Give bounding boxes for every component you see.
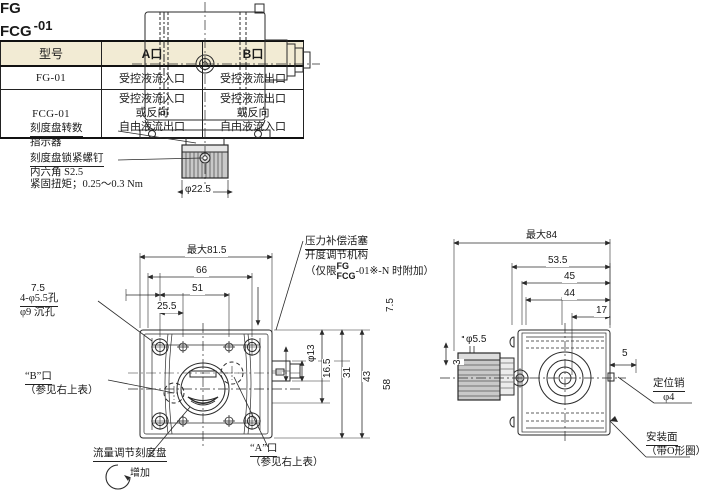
dim-dia-5-5: φ5.5 (464, 334, 489, 346)
callout-pressure-comp-line2: 开度调节机构 (305, 250, 368, 262)
callout-mounting-holes: 4-φ5.5孔 φ9 沉孔 (20, 293, 59, 319)
callout-a-port-line1: “A”口 (250, 443, 278, 458)
callout-lock-screw-line1: 刻度盘锁紧螺钉 (30, 153, 104, 168)
dim-7-5-top: 7.5 (385, 298, 396, 312)
callout-pressure-comp-m2: FCG (336, 270, 356, 281)
callout-locating-pin-line1: 定位销 (653, 378, 685, 393)
callout-mounting-holes-line2: φ9 沉孔 (20, 307, 55, 319)
callout-a-port-line2: （参见右上表） (250, 457, 324, 469)
callout-locating-pin: 定位销 φ4 (653, 378, 685, 404)
callout-b-port: “B”口 （参见右上表） (25, 371, 99, 397)
dim-5: 5 (620, 348, 630, 360)
callout-flow-dial-line1: 流量调节刻度盘 (93, 448, 167, 463)
callout-mounting-surface-line1: 安装面 (646, 432, 678, 447)
top-view-drawing (0, 0, 460, 215)
dim-45: 45 (562, 271, 578, 283)
callout-dial-lock-screw: 刻度盘锁紧螺钉 内六角 S2.5 紧固扭矩；0.25～0.3 Nm (30, 153, 143, 191)
callout-pressure-comp-m1: FG (336, 261, 350, 272)
callout-dial-turns: 刻度盘转数 指示器 (30, 123, 83, 149)
model-label-suffix: -01 (33, 18, 53, 33)
dim-16-5: 16.5 (322, 358, 334, 378)
dim-31: 31 (342, 366, 354, 378)
dim-43: 43 (362, 370, 374, 382)
model-label-line1: FG (0, 0, 21, 17)
callout-pressure-comp-post: -01※-N 时附加） (355, 265, 435, 277)
callout-a-port: “A”口 （参见右上表） (250, 443, 324, 469)
callout-b-port-line1: “B”口 (25, 371, 52, 386)
dim-66: 66 (194, 265, 210, 277)
callout-pressure-comp: 压力补偿活塞 开度调节机构 （仅限 FG FCG -01※-N 时附加） (305, 236, 434, 281)
callout-b-port-line2: （参见右上表） (25, 385, 99, 397)
model-label: FG FCG-01 (0, 0, 728, 40)
callout-locating-pin-line2: φ4 (663, 392, 675, 404)
dim-25-5: 25.5 (155, 301, 179, 313)
callout-mounting-surface: 安装面 （带O形圈） (646, 432, 706, 458)
callout-flow-dial: 流量调节刻度盘 (93, 448, 167, 463)
dim-53-5: 53.5 (546, 255, 570, 267)
callout-dial-turns-line1: 刻度盘转数 (30, 123, 83, 138)
callout-pressure-comp-line1: 压力补偿活塞 (305, 236, 368, 251)
dim-overall-width: 最大81.5 (185, 245, 229, 257)
front-view-drawing (0, 225, 450, 490)
dim-overall-depth: 最大84 (524, 230, 560, 242)
dim-dia-13: φ13 (306, 344, 318, 362)
dim-58: 58 (382, 378, 394, 390)
callout-dial-turns-line2: 指示器 (30, 137, 62, 149)
dim-knob-diameter: φ22.5 (183, 184, 213, 196)
dim-17: 17 (594, 305, 610, 317)
callout-pressure-comp-pre: （仅限 (305, 265, 337, 277)
cell-model-fg01: FG-01 (0, 65, 102, 90)
model-label-line2: FCG (0, 23, 32, 40)
callout-lock-screw-line3: 紧固扭矩；0.25～0.3 Nm (30, 179, 143, 191)
dim-3: 3 (452, 359, 464, 365)
dim-44: 44 (562, 288, 578, 300)
table-header-model: 型号 (0, 40, 102, 67)
callout-flow-dial-increase: 增加 (130, 468, 150, 479)
callout-lock-screw-line2: 内六角 S2.5 (30, 167, 84, 179)
callout-mounting-surface-line2: （带O形圈） (646, 446, 707, 458)
callout-mounting-holes-line1: 4-φ5.5孔 (20, 293, 59, 308)
dim-51: 51 (190, 283, 206, 295)
dim-7-5-left: 7.5 (31, 283, 45, 294)
